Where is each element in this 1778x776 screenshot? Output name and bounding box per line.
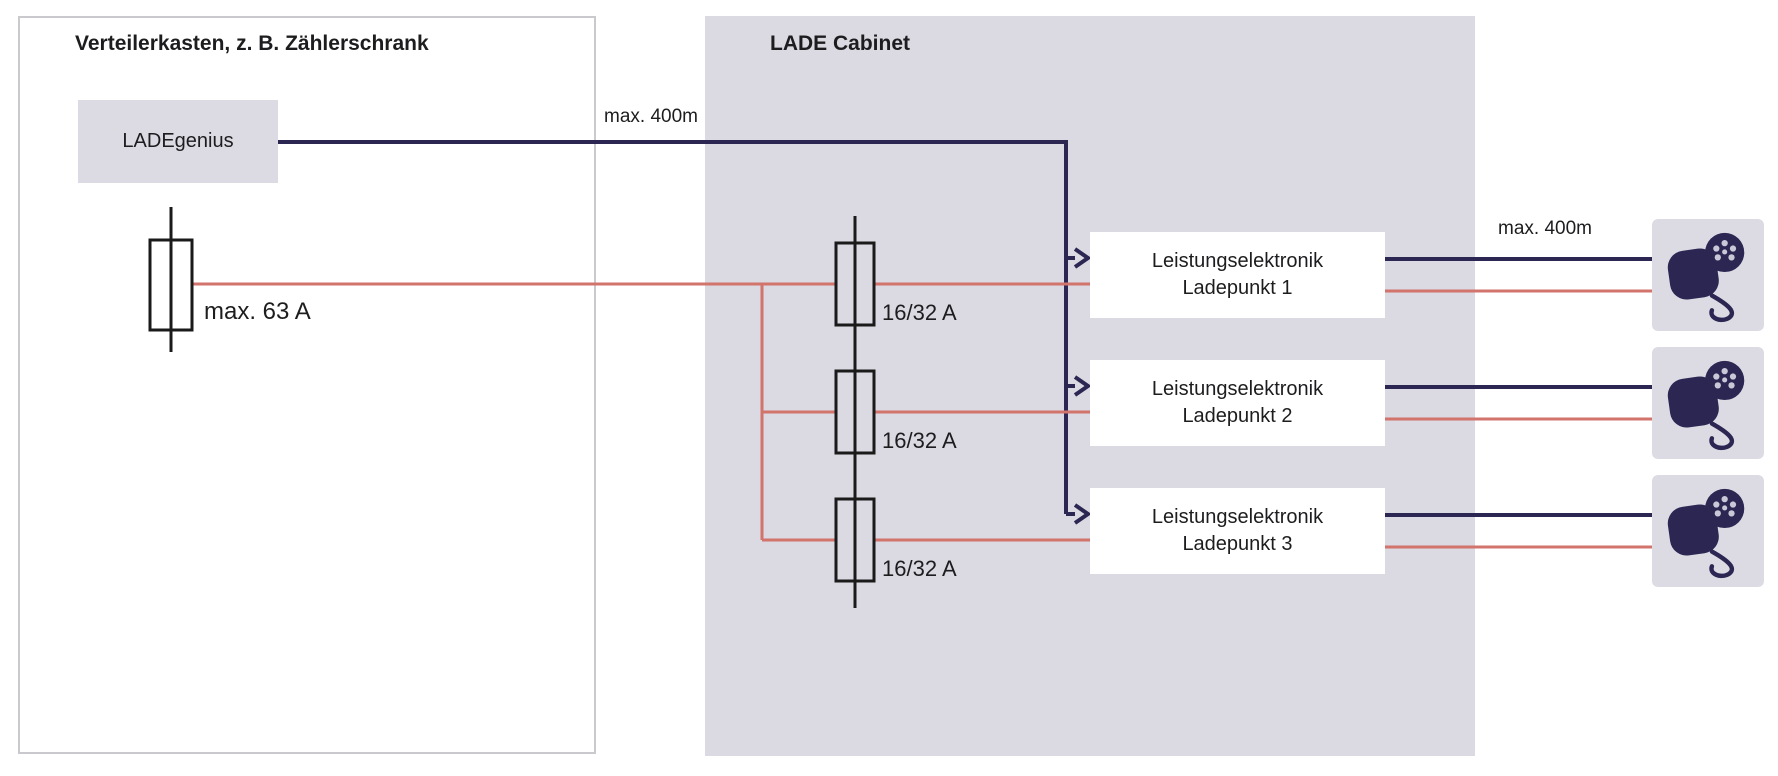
ev-plug-icon: [1659, 482, 1757, 580]
charging-cable-length-label: max. 400m: [1498, 218, 1592, 239]
ladegenius-label: LADEgenius: [122, 130, 234, 152]
control-cable-length-label: max. 400m: [604, 106, 698, 127]
unit-1-line1: Leistungselektronik: [1151, 250, 1324, 272]
unit-2-line2: Ladepunkt 2: [1182, 405, 1293, 427]
cabinet-fuse-label-2: 16/32 A: [882, 428, 957, 453]
unit-3-line1: Leistungselektronik: [1151, 506, 1324, 528]
unit-2-line1: Leistungselektronik: [1151, 378, 1324, 400]
unit-1-line2: Ladepunkt 1: [1182, 277, 1293, 299]
charging-connector-tile-2: [1652, 347, 1764, 459]
power-electronics-unit-1: Leistungselektronik Ladepunkt 1: [1090, 232, 1385, 318]
charging-connector-tile-1: [1652, 219, 1764, 331]
power-electronics-unit-3: Leistungselektronik Ladepunkt 3: [1090, 488, 1385, 574]
distribution-panel-title: Verteilerkasten, z. B. Zählerschrank: [75, 32, 429, 55]
charging-connector-tile-3: [1652, 475, 1764, 587]
cabinet-title: LADE Cabinet: [770, 32, 911, 55]
ladegenius-box: LADEgenius: [78, 100, 278, 183]
cabinet-fuse-label-1: 16/32 A: [882, 300, 957, 325]
ev-plug-icon: [1659, 354, 1757, 452]
main-fuse-label: max. 63 A: [204, 298, 311, 325]
ev-plug-icon: [1659, 226, 1757, 324]
cabinet-fuse-label-3: 16/32 A: [882, 556, 957, 581]
unit-3-line2: Ladepunkt 3: [1182, 533, 1293, 555]
power-electronics-unit-2: Leistungselektronik Ladepunkt 2: [1090, 360, 1385, 446]
